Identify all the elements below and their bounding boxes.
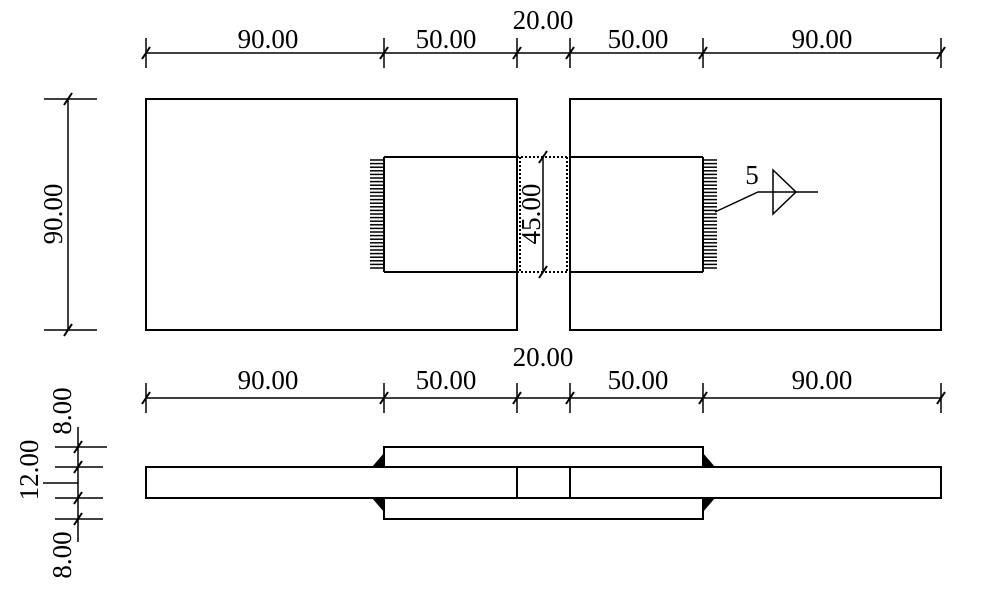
dim-50-left: 50.00 [416, 24, 477, 54]
weld-hatch-left [370, 159, 384, 269]
dim-90-left: 90.00 [238, 24, 299, 54]
weld-fillet [703, 453, 715, 467]
dim-50-right: 50.00 [608, 24, 669, 54]
side-view [145, 446, 942, 520]
dim-bottom-cover: 8.00 [47, 531, 77, 578]
right-plate [569, 98, 942, 331]
top-dimension-chain: 90.00 50.00 20.00 50.00 90.00 [141, 5, 946, 68]
weld-fillet [703, 498, 715, 512]
dim-top-cover: 8.00 [47, 387, 77, 434]
left-plate [145, 98, 518, 331]
weld-size: 5 [745, 160, 759, 190]
side-dim-50-left: 50.00 [416, 365, 477, 395]
side-dim-90-right: 90.00 [792, 365, 853, 395]
weld-fillet [372, 453, 384, 467]
weld-symbol: 5 [714, 160, 818, 216]
dim-main-plate: 12.00 [14, 440, 44, 501]
dim-90-right: 90.00 [792, 24, 853, 54]
plan-view: 45.00 [145, 98, 942, 331]
side-dim-90-left: 90.00 [238, 365, 299, 395]
height-dimension: 90.00 [38, 92, 97, 337]
dim-height: 90.00 [38, 184, 68, 245]
weld-hatch-right [703, 159, 717, 269]
top-cover-plate [383, 446, 704, 468]
bottom-cover-plate [383, 497, 704, 520]
side-dim-50-right: 50.00 [608, 365, 669, 395]
weld-fillet [372, 498, 384, 512]
dim-gap: 20.00 [513, 5, 574, 35]
main-plate-section [145, 466, 942, 499]
side-dimension-chain: 90.00 50.00 20.00 50.00 90.00 [141, 342, 946, 413]
dim-cover-width: 45.00 [516, 184, 546, 245]
side-dim-gap: 20.00 [513, 342, 574, 372]
thickness-dimensions: 8.00 12.00 8.00 [14, 387, 107, 579]
